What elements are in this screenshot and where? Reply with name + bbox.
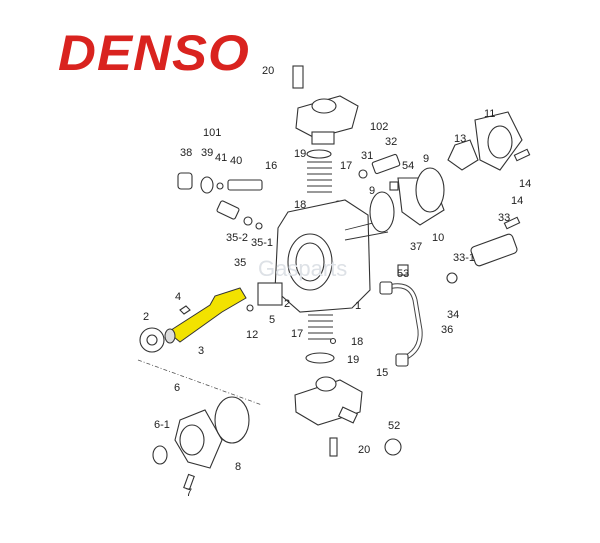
part-label-9: 9 bbox=[369, 185, 375, 197]
part-label-2: 2 bbox=[284, 298, 290, 310]
part-label-14: 14 bbox=[519, 178, 531, 190]
part-label-16: 16 bbox=[265, 160, 277, 172]
part-top-cover bbox=[292, 65, 359, 208]
part-label-40: 40 bbox=[230, 155, 242, 167]
part-label-35-1: 35-1 bbox=[251, 237, 273, 249]
part-label-12: 12 bbox=[246, 329, 258, 341]
part-label-54: 54 bbox=[402, 160, 414, 172]
part-pump-housing bbox=[274, 199, 389, 313]
part-label-32: 32 bbox=[385, 136, 397, 148]
part-label-19: 19 bbox=[294, 148, 306, 160]
part-label-37: 37 bbox=[410, 241, 422, 253]
part-label-53: 53 bbox=[397, 268, 409, 280]
part-flange-6 bbox=[137, 359, 263, 491]
part-label-39: 39 bbox=[201, 147, 213, 159]
part-label-8: 8 bbox=[235, 461, 241, 473]
part-label-17: 17 bbox=[340, 160, 352, 172]
part-label-7: 7 bbox=[186, 487, 192, 499]
part-label-4: 4 bbox=[175, 291, 181, 303]
part-right-assembly bbox=[358, 111, 531, 367]
part-label-41: 41 bbox=[215, 152, 227, 164]
part-label-52: 52 bbox=[388, 420, 400, 432]
part-label-10: 10 bbox=[432, 232, 444, 244]
part-label-17: 17 bbox=[291, 328, 303, 340]
part-valve-assembly-101 bbox=[177, 172, 263, 230]
part-label-102: 102 bbox=[370, 121, 388, 133]
part-label-31: 31 bbox=[361, 150, 373, 162]
part-label-13: 13 bbox=[454, 133, 466, 145]
denso-logo: DENSO bbox=[58, 25, 250, 81]
part-label-35: 35 bbox=[234, 257, 246, 269]
part-label-34: 34 bbox=[447, 309, 459, 321]
part-label-18: 18 bbox=[351, 336, 363, 348]
part-label-36: 36 bbox=[441, 324, 453, 336]
watermark: Gasparts bbox=[258, 256, 347, 281]
part-drive-shaft-highlighted bbox=[139, 282, 283, 353]
part-label-14: 14 bbox=[511, 195, 523, 207]
part-label-20: 20 bbox=[358, 444, 370, 456]
part-label-18: 18 bbox=[294, 199, 306, 211]
part-label-19: 19 bbox=[347, 354, 359, 366]
part-lower-cover bbox=[294, 314, 402, 457]
part-label-38: 38 bbox=[180, 147, 192, 159]
part-label-6: 6 bbox=[174, 382, 180, 394]
part-label-15: 15 bbox=[376, 367, 388, 379]
part-label-33-1: 33-1 bbox=[453, 252, 475, 264]
part-label-11: 11 bbox=[484, 108, 495, 120]
part-label-2: 2 bbox=[143, 311, 149, 323]
part-label-101: 101 bbox=[203, 127, 221, 139]
part-label-33: 33 bbox=[498, 212, 510, 224]
part-label-20: 20 bbox=[262, 65, 274, 77]
part-label-5: 5 bbox=[269, 314, 275, 326]
part-label-6-1: 6-1 bbox=[154, 419, 170, 431]
part-label-9: 9 bbox=[423, 153, 429, 165]
part-label-3: 3 bbox=[198, 345, 204, 357]
part-label-1: 1 bbox=[355, 300, 361, 312]
part-label-35-2: 35-2 bbox=[226, 232, 248, 244]
